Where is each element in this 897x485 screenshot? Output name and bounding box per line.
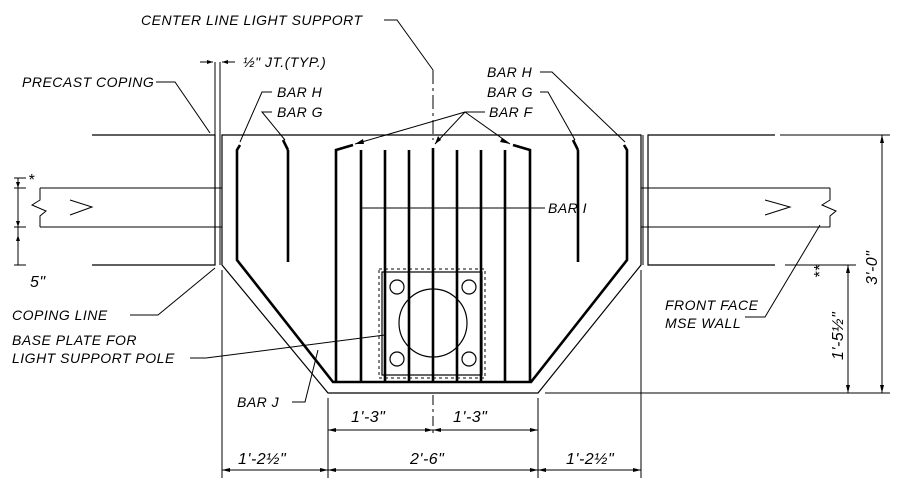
bar-f-right-outer — [512, 143, 532, 383]
base-plate-outline — [381, 271, 483, 376]
label-base-plate-1: BASE PLATE FOR — [12, 332, 137, 348]
label-bar-j: BAR J — [237, 394, 280, 410]
text-labels: CENTER LINE LIGHT SUPPORT ½" JT.(TYP.) P… — [12, 12, 881, 468]
base-plate — [378, 268, 486, 379]
break-line-right — [820, 188, 837, 227]
dim-half-right: 1'-3" — [453, 409, 488, 426]
dim-half-left: 1'-3" — [351, 409, 386, 426]
dim-height-total: 3'-0" — [864, 250, 881, 285]
dim-right-side: 1'-2½" — [566, 451, 615, 468]
left-coping-segment — [92, 134, 216, 266]
dim-five-in: 5" — [30, 274, 46, 291]
anchor-bolt-tl — [389, 279, 405, 295]
center-block-outline — [221, 134, 642, 394]
label-front-face-1: FRONT FACE — [665, 297, 759, 313]
label-bar-g-right: BAR G — [487, 84, 533, 100]
label-bar-f: BAR F — [489, 104, 534, 120]
label-front-face-2: MSE WALL — [665, 315, 741, 331]
anchor-bolt-tr — [461, 279, 477, 295]
label-base-plate-2: LIGHT SUPPORT POLE — [12, 350, 175, 366]
reinforcing-bars — [235, 139, 629, 384]
label-bar-h-left: BAR H — [277, 84, 323, 100]
label-double-star: ** — [812, 264, 829, 278]
coping-horizontal-lines — [30, 187, 837, 228]
coping-outline — [92, 134, 775, 394]
label-precast-coping: PRECAST COPING — [22, 74, 154, 90]
leader-lines — [130, 19, 821, 403]
label-center-line: CENTER LINE LIGHT SUPPORT — [141, 12, 363, 28]
label-bar-i: BAR I — [548, 200, 587, 216]
label-coping-line: COPING LINE — [12, 307, 108, 323]
break-line-left-inner — [69, 199, 94, 216]
dim-height-partial: 1'-5½" — [830, 311, 847, 360]
label-bar-h-right: BAR H — [487, 64, 533, 80]
label-bar-g-left: BAR G — [277, 104, 323, 120]
label-star: * — [28, 172, 35, 189]
bar-f-left-outer — [334, 143, 354, 383]
label-joint: ½" JT.(TYP.) — [243, 54, 326, 70]
dim-left-side: 1'-2½" — [238, 451, 287, 468]
anchor-bolt-bl — [389, 351, 405, 367]
break-line-left — [30, 188, 47, 227]
dimension-lines — [14, 134, 890, 478]
dim-center-total: 2'-6" — [409, 451, 445, 468]
right-coping-segment — [647, 134, 775, 266]
break-line-right-inner — [764, 199, 792, 216]
pole-opening — [398, 288, 468, 358]
anchor-bolt-br — [461, 351, 477, 367]
